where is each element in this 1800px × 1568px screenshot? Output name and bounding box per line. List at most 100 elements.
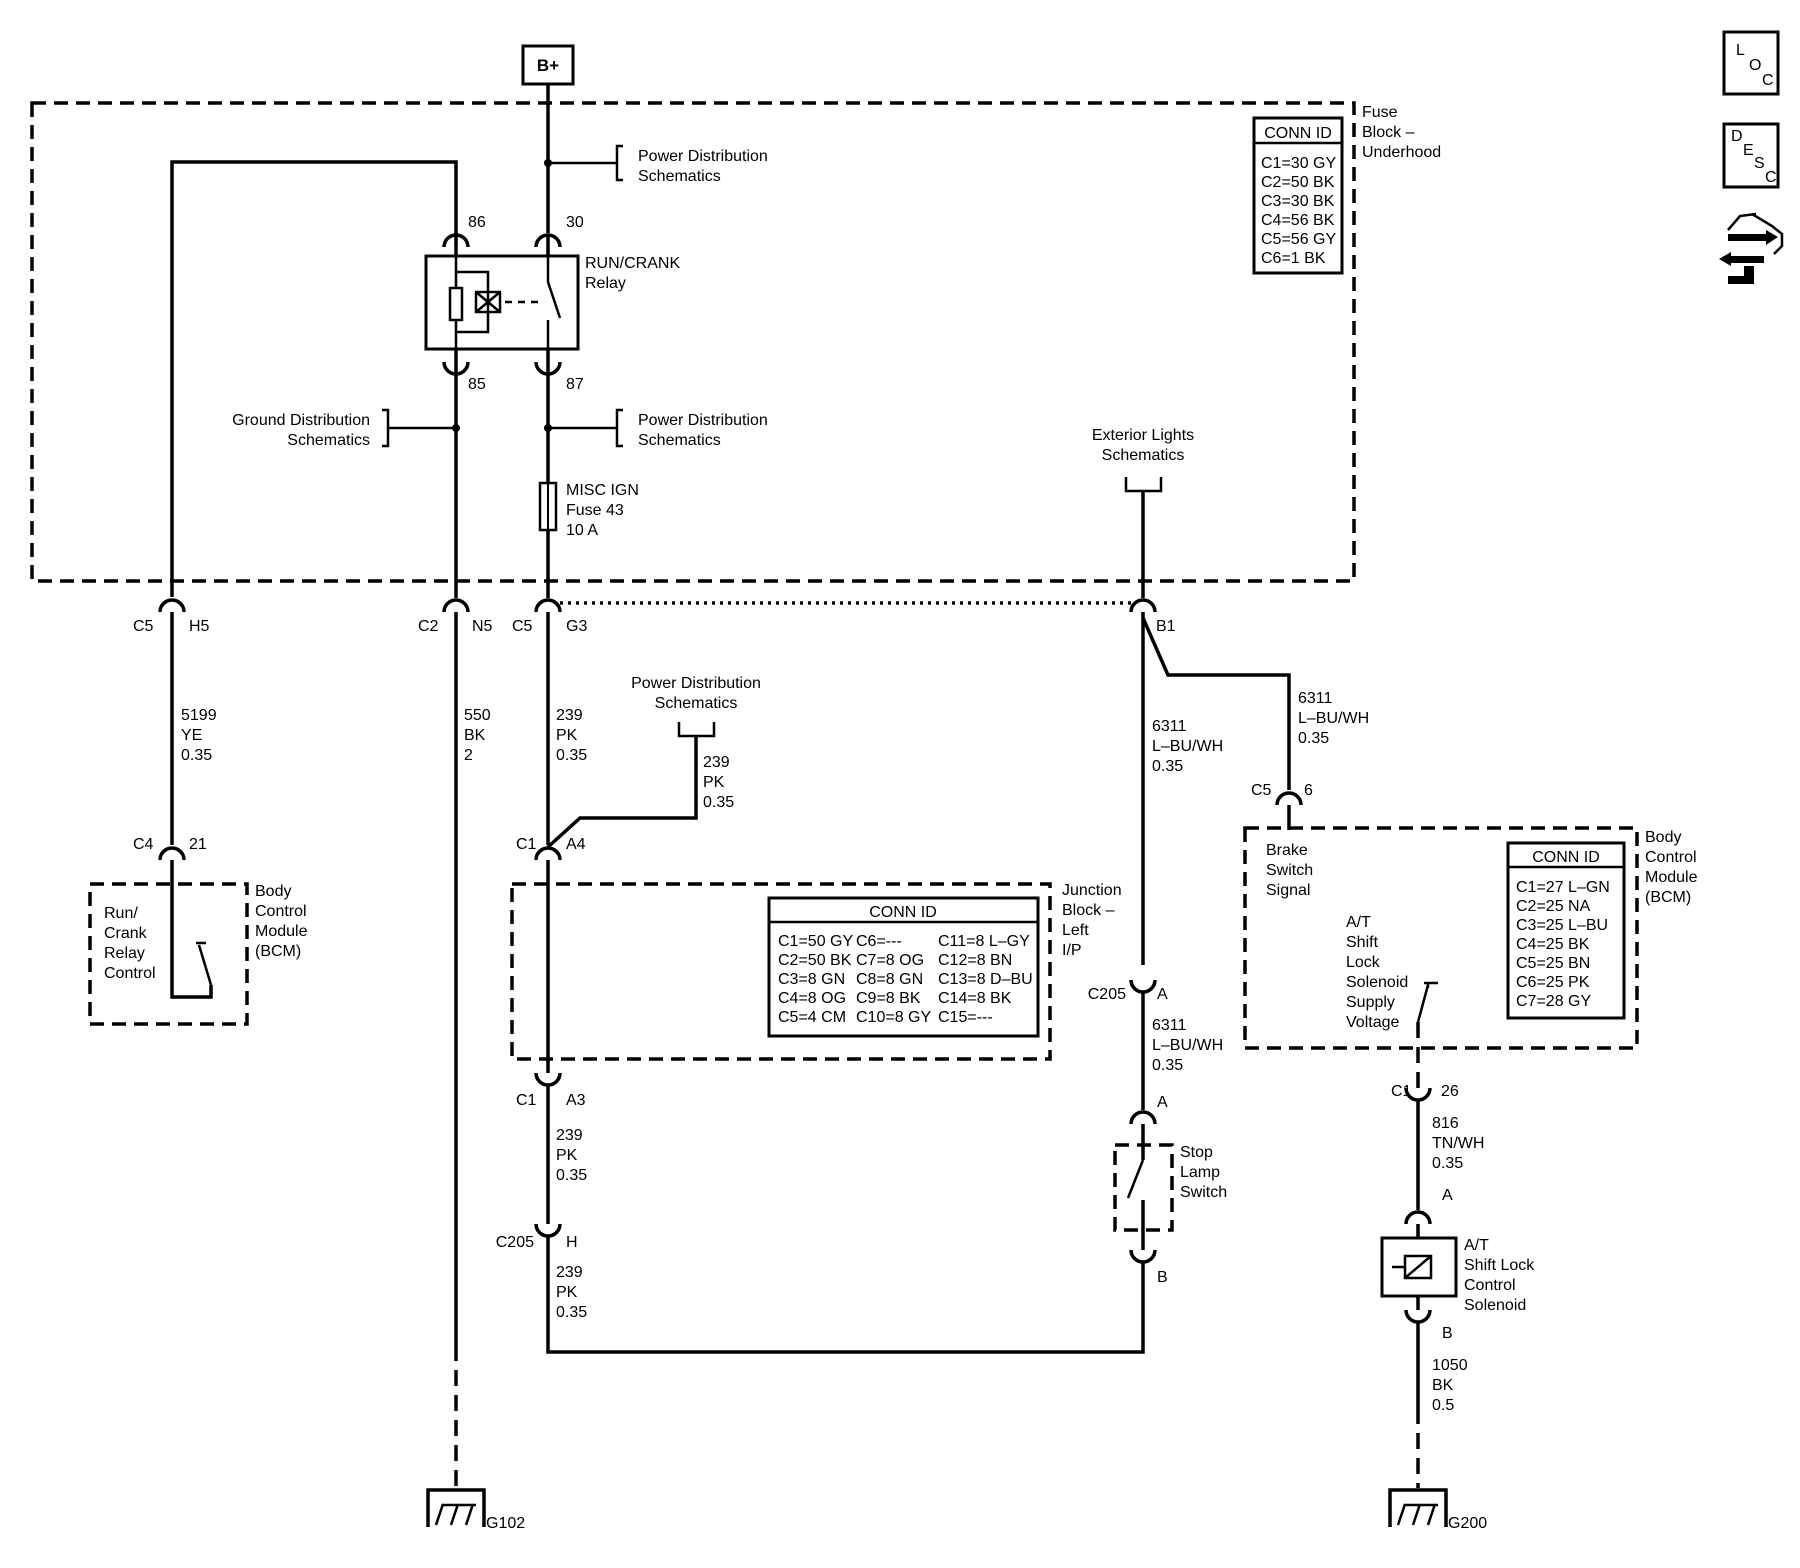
location-view-icon[interactable]: L O C <box>1722 30 1780 96</box>
svg-text:Switch: Switch <box>1180 1184 1227 1201</box>
description-view-icon[interactable]: D E S C <box>1722 122 1780 189</box>
svg-text:0.35: 0.35 <box>1298 730 1329 747</box>
svg-text:Body: Body <box>1645 829 1681 846</box>
svg-text:C11=8 L–GY: C11=8 L–GY <box>938 933 1030 950</box>
svg-text:C5=25 BN: C5=25 BN <box>1516 955 1590 972</box>
wiring-navigation-icon[interactable] <box>1719 212 1784 284</box>
connector-c205-h: C205 H <box>496 1210 578 1251</box>
connector-c1-a4: C1 A4 <box>516 836 586 861</box>
svg-text:O: O <box>1749 57 1761 74</box>
connector-c5-6: C5 6 <box>1251 782 1313 830</box>
svg-text:S: S <box>1754 155 1765 172</box>
fuse-block-conn-id-table: CONN ID C1=30 GY C2=50 BK C3=30 BK C4=56… <box>1252 116 1344 275</box>
svg-text:C6=25 PK: C6=25 PK <box>1516 974 1590 991</box>
svg-text:Module: Module <box>1645 869 1698 886</box>
svg-text:C13=8 D–BU: C13=8 D–BU <box>938 971 1033 988</box>
relay-ground-wire <box>382 372 460 598</box>
svg-text:Lamp: Lamp <box>1180 1164 1220 1181</box>
connector-c5-h5: C5 H5 <box>133 598 210 635</box>
svg-text:Brake: Brake <box>1266 842 1308 859</box>
svg-text:87: 87 <box>566 376 584 393</box>
svg-text:Left: Left <box>1062 922 1089 939</box>
svg-text:(BCM): (BCM) <box>1645 889 1691 906</box>
exterior-lights-ref: Exterior Lights Schematics <box>1092 427 1194 598</box>
wire-6311-switch-feed: 6311 L–BU/WH 0.35 <box>1141 992 1223 1110</box>
bcm-right-conn-id-table: CONN ID C1=27 L–GN C2=25 NA C3=25 L–BU C… <box>1506 841 1626 1020</box>
svg-text:B: B <box>1442 1325 1453 1342</box>
relay-pin-86: 86 <box>442 214 486 248</box>
svg-text:6: 6 <box>1304 782 1313 799</box>
svg-text:C205: C205 <box>496 1234 534 1251</box>
svg-text:816: 816 <box>1432 1115 1459 1132</box>
svg-text:C4=25 BK: C4=25 BK <box>1516 936 1590 953</box>
svg-text:Schematics: Schematics <box>638 432 721 449</box>
svg-text:Control: Control <box>1464 1277 1516 1294</box>
svg-text:10 A: 10 A <box>566 522 598 539</box>
svg-text:550: 550 <box>464 707 491 724</box>
connector-b1: B1 <box>1129 598 1176 635</box>
svg-text:C7=8 OG: C7=8 OG <box>856 952 924 969</box>
switch-pin-a: A <box>1129 1094 1168 1125</box>
svg-text:A: A <box>1157 986 1168 1003</box>
bcm-left: Run/ Crank Relay Control Body Control Mo… <box>88 860 308 1026</box>
svg-text:G3: G3 <box>566 618 587 635</box>
svg-text:Exterior Lights: Exterior Lights <box>1092 427 1194 444</box>
junction-block-left-ip: Junction Block – Left I/P <box>510 860 1122 1073</box>
svg-text:C3=25 L–BU: C3=25 L–BU <box>1516 917 1608 934</box>
svg-text:C14=8 BK: C14=8 BK <box>938 990 1012 1007</box>
svg-text:L–BU/WH: L–BU/WH <box>1152 1037 1223 1054</box>
relay-name-label: RUN/CRANK Relay <box>585 255 680 292</box>
svg-text:Solenoid: Solenoid <box>1346 974 1408 991</box>
svg-text:C6=1 BK: C6=1 BK <box>1261 250 1326 267</box>
svg-text:L: L <box>1736 42 1745 59</box>
svg-text:H: H <box>566 1234 578 1251</box>
svg-text:239: 239 <box>556 1127 583 1144</box>
svg-text:CONN ID: CONN ID <box>1264 125 1332 142</box>
svg-text:0.35: 0.35 <box>181 747 212 764</box>
ground-distribution-ref: Ground Distribution Schematics <box>232 412 370 449</box>
svg-text:L–BU/WH: L–BU/WH <box>1152 738 1223 755</box>
svg-text:MISC IGN: MISC IGN <box>566 482 639 499</box>
svg-text:Block –: Block – <box>1062 902 1115 919</box>
svg-text:CONN ID: CONN ID <box>869 904 937 921</box>
svg-text:Power Distribution: Power Distribution <box>638 148 768 165</box>
svg-text:Voltage: Voltage <box>1346 1014 1399 1031</box>
fuse-block-outline <box>30 101 1356 583</box>
svg-text:PK: PK <box>556 727 578 744</box>
svg-text:1050: 1050 <box>1432 1357 1468 1374</box>
svg-text:C3=30 BK: C3=30 BK <box>1261 193 1335 210</box>
svg-text:BK: BK <box>464 727 486 744</box>
svg-text:Body: Body <box>255 883 291 900</box>
svg-text:Crank: Crank <box>104 925 148 942</box>
svg-text:0.5: 0.5 <box>1432 1397 1454 1414</box>
svg-text:C4=8 OG: C4=8 OG <box>778 990 846 1007</box>
svg-text:239: 239 <box>703 754 730 771</box>
misc-ign-fuse: MISC IGN Fuse 43 10 A <box>538 481 639 539</box>
svg-text:Ground Distribution: Ground Distribution <box>232 412 370 429</box>
svg-text:Solenoid: Solenoid <box>1464 1297 1526 1314</box>
run-crank-relay <box>424 235 580 372</box>
svg-text:C12=8 BN: C12=8 BN <box>938 952 1012 969</box>
svg-text:6311: 6311 <box>1152 718 1187 735</box>
connector-c2-n5: C2 N5 <box>418 598 493 635</box>
svg-text:C1: C1 <box>1391 1083 1412 1100</box>
svg-text:C2=50 BK: C2=50 BK <box>1261 174 1335 191</box>
svg-text:L–BU/WH: L–BU/WH <box>1298 710 1369 727</box>
svg-text:Supply: Supply <box>1346 994 1395 1011</box>
bcm-right: Brake Switch Signal A/T Shift Lock Solen… <box>1243 826 1698 1090</box>
svg-text:C15=---: C15=--- <box>938 1009 993 1026</box>
switch-pin-b: B <box>1129 1249 1168 1292</box>
wire-816: 816 TN/WH 0.35 <box>1416 1100 1484 1210</box>
svg-text:Schematics: Schematics <box>638 168 721 185</box>
svg-text:C1: C1 <box>516 1092 537 1109</box>
svg-text:Signal: Signal <box>1266 882 1310 899</box>
solenoid-pin-b: B <box>1404 1309 1453 1342</box>
svg-text:Power Distribution: Power Distribution <box>631 675 761 692</box>
svg-text:C1=30 GY: C1=30 GY <box>1261 155 1336 172</box>
svg-text:Power Distribution: Power Distribution <box>638 412 768 429</box>
svg-text:C: C <box>1765 169 1777 186</box>
connector-c5-g3: C5 G3 <box>512 598 587 635</box>
svg-text:Schematics: Schematics <box>655 695 738 712</box>
wire-239-upper: 239 PK 0.35 <box>546 612 587 845</box>
svg-text:C5: C5 <box>1251 782 1272 799</box>
